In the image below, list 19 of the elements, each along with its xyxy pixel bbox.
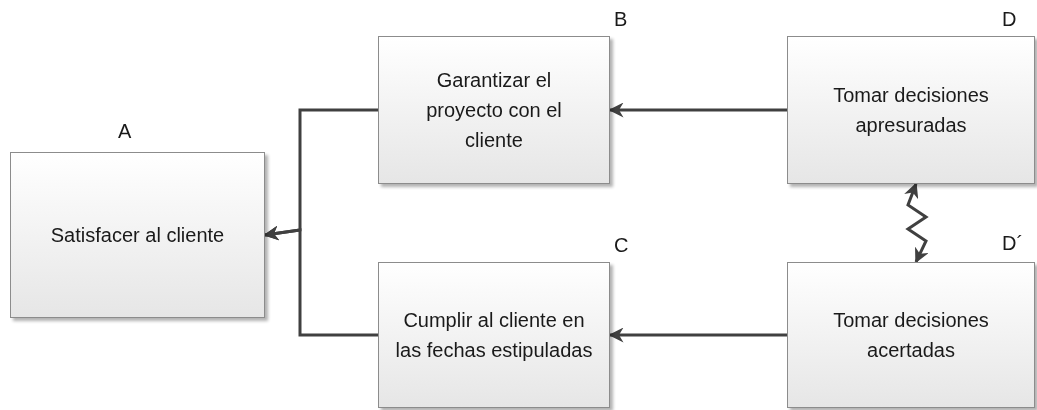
arrow	[608, 102, 787, 118]
node-letter: C	[614, 233, 629, 258]
box-label: Tomar decisiones acertadas	[832, 308, 990, 363]
box-label: Cumplir al cliente en las fechas estipuladas	[394, 308, 594, 363]
node-letter: D´	[1002, 231, 1024, 256]
arrow	[904, 182, 929, 264]
process-box	[378, 36, 610, 184]
process-box	[787, 36, 1035, 184]
arrow	[263, 225, 378, 337]
arrow	[608, 327, 787, 343]
node-letter: D	[1002, 7, 1017, 32]
process-box	[10, 152, 265, 318]
node-letter: B	[614, 7, 628, 32]
process-box	[787, 262, 1035, 408]
box-label: Satisfacer al cliente	[50, 223, 225, 248]
box-label: Garantizar el proyecto con el cliente	[425, 68, 563, 153]
process-box	[378, 262, 610, 408]
box-label: Tomar decisiones apresuradas	[832, 83, 990, 138]
node-letter: A	[118, 119, 132, 144]
